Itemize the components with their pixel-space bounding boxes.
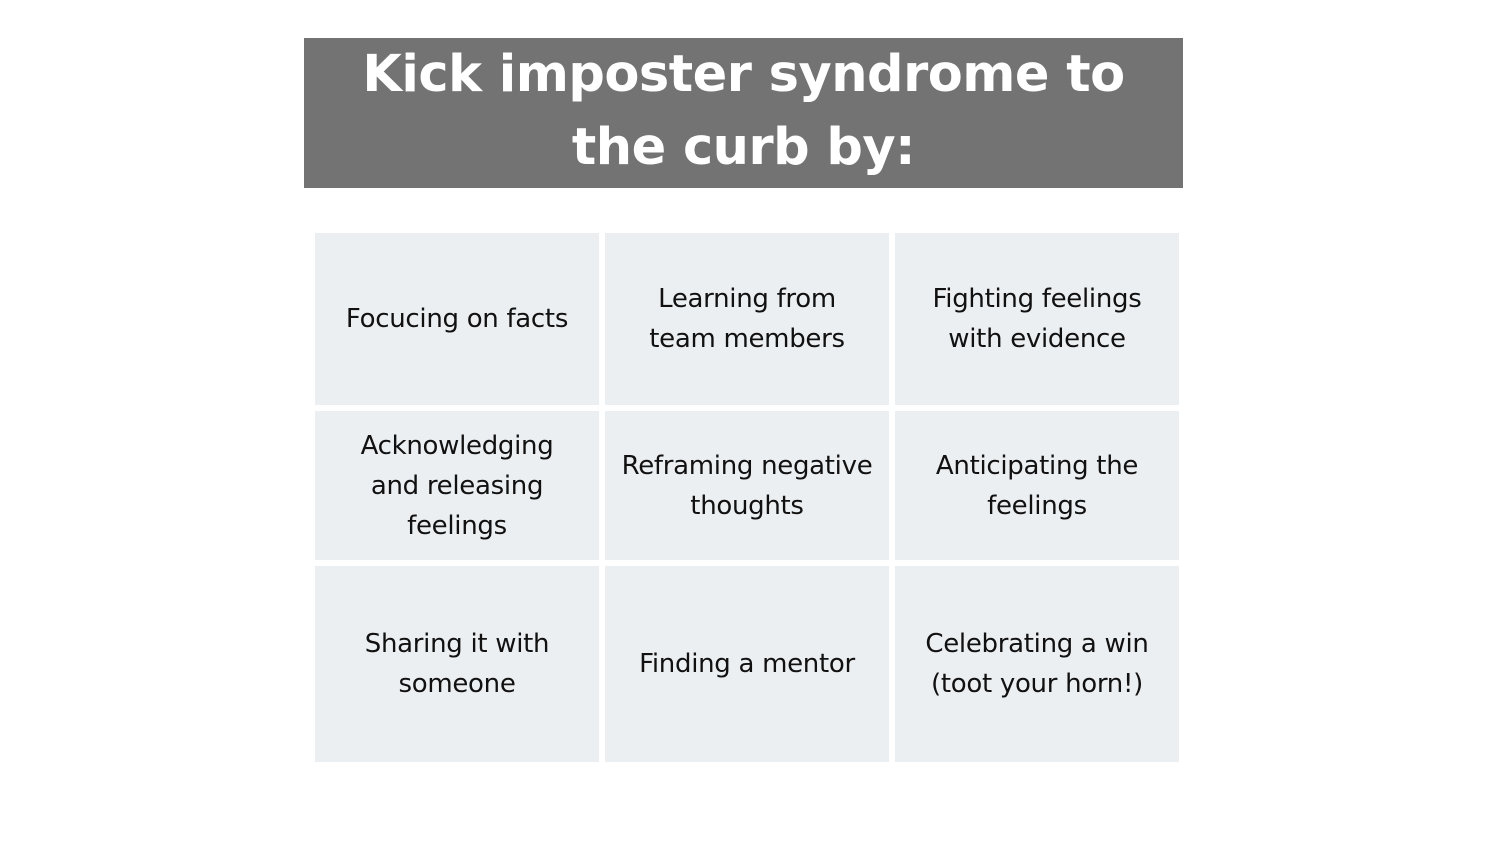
- page-title: Kick imposter syndrome to the curb by:: [362, 45, 1125, 177]
- grid-cell-label: Acknowledging and releasing feelings: [360, 430, 554, 541]
- grid-cell-label: Finding a mentor: [639, 649, 855, 679]
- grid-cell-acknowledging-feelings: Acknowledging and releasing feelings: [315, 411, 599, 560]
- strategy-grid: Focucing on facts Learning from team mem…: [315, 233, 1179, 762]
- grid-cell-finding-mentor: Finding a mentor: [605, 566, 889, 762]
- grid-cell-fighting-feelings: Fighting feelings with evidence: [895, 233, 1179, 405]
- grid-cell-celebrating-win: Celebrating a win (toot your horn!): [895, 566, 1179, 762]
- grid-cell-label: Celebrating a win (toot your horn!): [925, 629, 1149, 699]
- grid-cell-label: Anticipating the feelings: [935, 450, 1139, 521]
- grid-cell-label: Focucing on facts: [345, 304, 569, 334]
- title-banner: Kick imposter syndrome to the curb by:: [304, 38, 1183, 188]
- grid-cell-label: Sharing it with someone: [364, 629, 550, 699]
- grid-cell-focusing-on-facts: Focucing on facts: [315, 233, 599, 405]
- grid-cell-label: Reframing negative thoughts: [621, 450, 873, 521]
- grid-cell-label: Fighting feelings with evidence: [932, 284, 1142, 354]
- grid-cell-sharing-with-someone: Sharing it with someone: [315, 566, 599, 762]
- grid-cell-learning-from-team: Learning from team members: [605, 233, 889, 405]
- grid-cell-reframing-thoughts: Reframing negative thoughts: [605, 411, 889, 560]
- grid-cell-label: Learning from team members: [649, 284, 845, 354]
- grid-cell-anticipating-feelings: Anticipating the feelings: [895, 411, 1179, 560]
